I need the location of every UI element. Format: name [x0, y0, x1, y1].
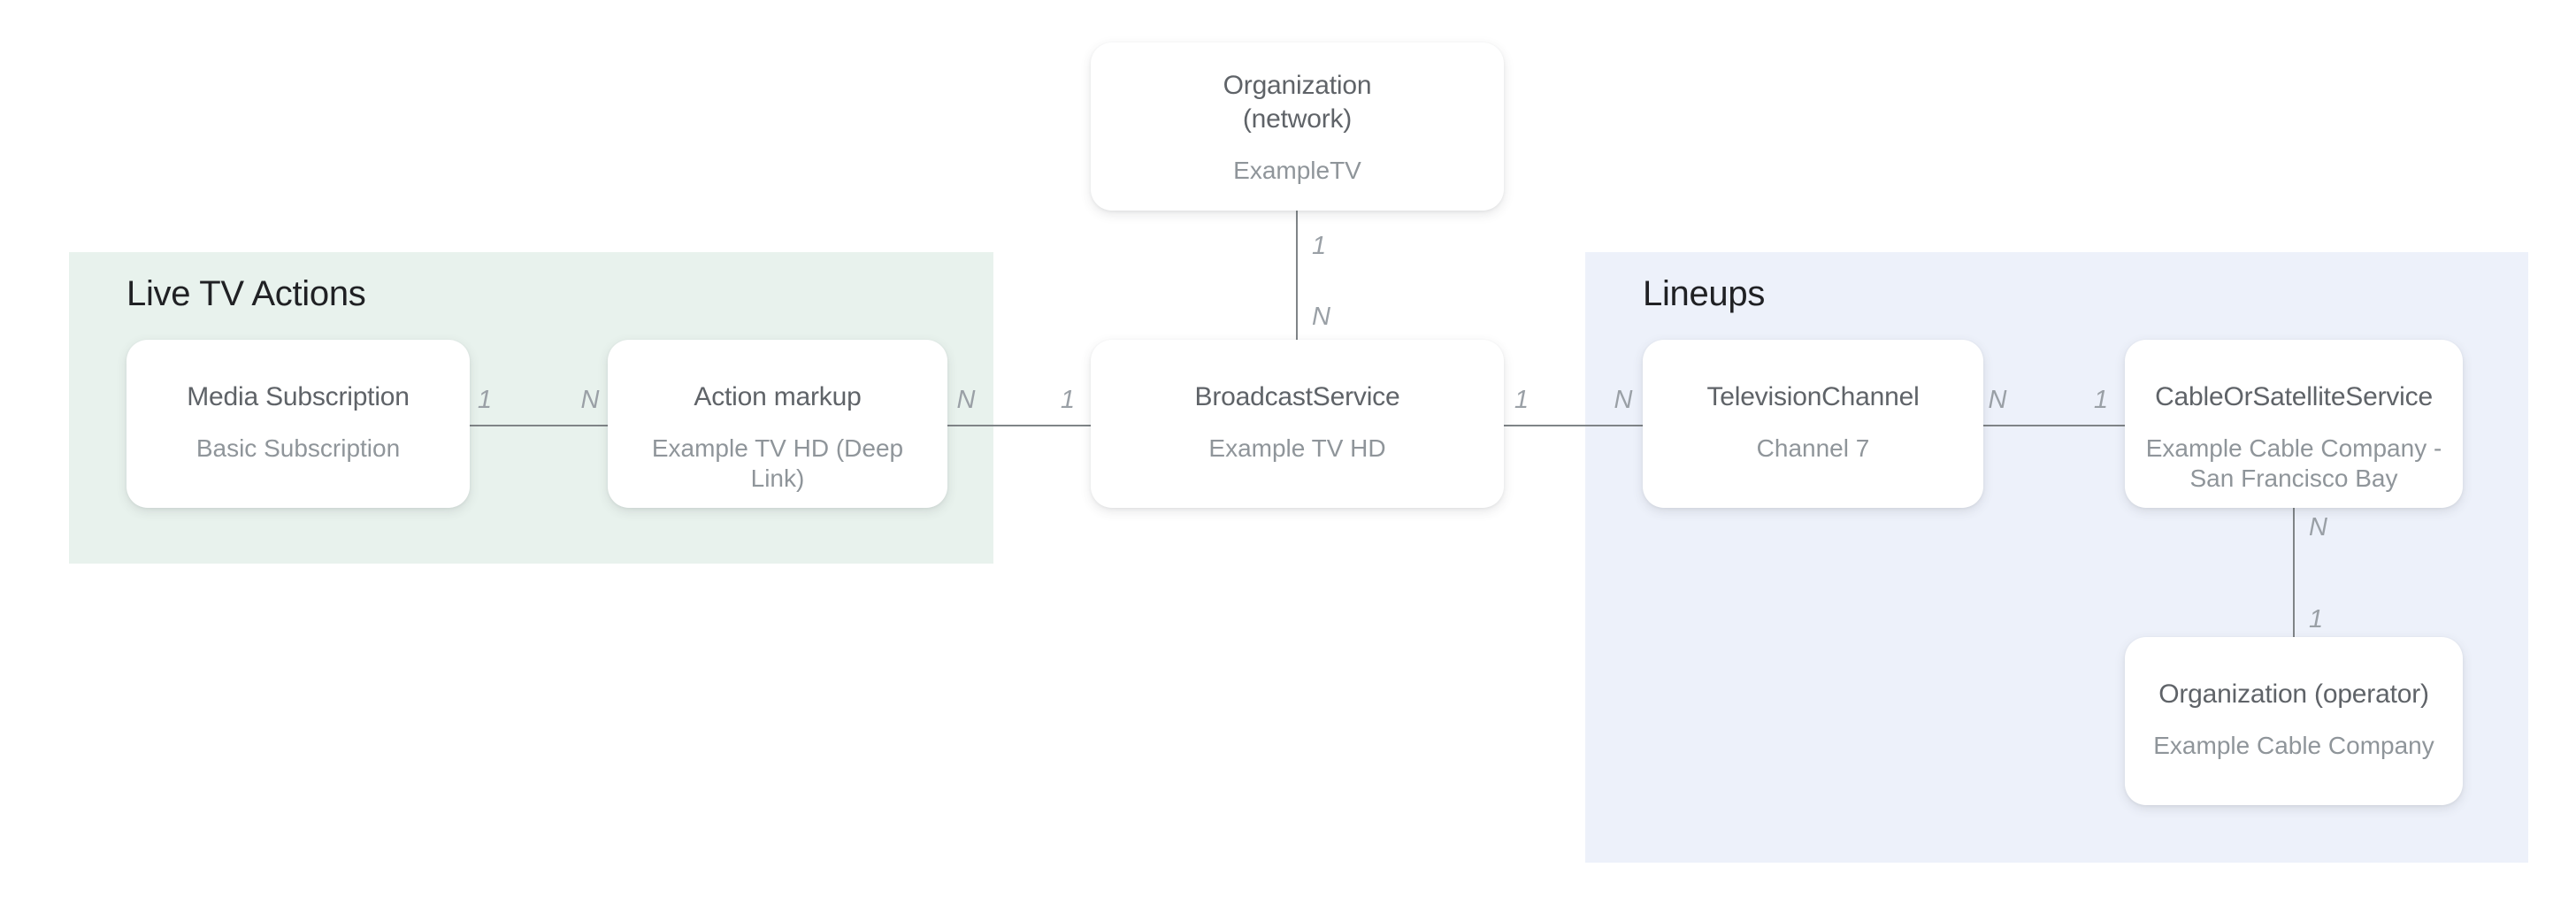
node-organization-network-subtitle: ExampleTV [1233, 157, 1361, 184]
node-organization-operator-title: Organization (operator) [2158, 680, 2429, 709]
section-title-live-tv-actions: Live TV Actions [126, 274, 366, 313]
edge-cable-or-satellite-service-organization-operator-line [2293, 508, 2295, 637]
edge-cable-or-satellite-service-to-cardinality: 1 [2093, 386, 2109, 414]
section-title-lineups: Lineups [1643, 274, 1766, 313]
node-television-channel-subtitle: Channel 7 [1756, 434, 1870, 462]
edge-broadcast-service-to-cardinality: N [1312, 303, 1330, 331]
node-broadcast-service-subtitle: Example TV HD [1208, 434, 1386, 462]
node-television-channel-title: TelevisionChannel [1706, 382, 1920, 411]
node-cable-or-satellite-service: CableOrSatelliteService Example Cable Co… [2125, 340, 2463, 508]
edge-cable-or-satellite-service-from-cardinality: N [2309, 513, 2327, 541]
node-organization-network: Organization (network) ExampleTV [1091, 42, 1504, 211]
node-action-markup-subtitle: Example TV HD (Deep Link) [651, 434, 904, 492]
edge-action-markup-to-cardinality: N [580, 386, 600, 414]
edge-broadcast-service-from-cardinality: 1 [1514, 386, 1530, 414]
edge-media-subscription-action-markup-line [470, 425, 608, 426]
node-media-subscription-title: Media Subscription [187, 382, 410, 411]
edge-action-markup-broadcast-service-line [947, 425, 1091, 426]
node-broadcast-service: BroadcastService Example TV HD [1091, 340, 1504, 508]
edge-television-channel-cable-or-satellite-service-line [1983, 425, 2125, 426]
edge-media-subscription-from-cardinality: 1 [477, 386, 493, 414]
edge-broadcast-service-television-channel-line [1504, 425, 1643, 426]
edge-organization-network-broadcast-service-line [1296, 211, 1298, 340]
edge-television-channel-to-cardinality: N [1614, 386, 1633, 414]
edge-organization-operator-to-cardinality: 1 [2309, 605, 2324, 633]
node-media-subscription: Media Subscription Basic Subscription [126, 340, 470, 508]
node-media-subscription-subtitle: Basic Subscription [196, 434, 401, 462]
edge-action-markup-from-cardinality: N [956, 386, 976, 414]
node-television-channel: TelevisionChannel Channel 7 [1643, 340, 1983, 508]
edge-television-channel-from-cardinality: N [1988, 386, 2007, 414]
edge-organization-network-from-cardinality: 1 [1312, 232, 1327, 260]
node-action-markup: Action markup Example TV HD (Deep Link) [608, 340, 947, 508]
node-organization-network-title: Organization (network) [1223, 71, 1372, 134]
node-cable-or-satellite-service-title: CableOrSatelliteService [2155, 382, 2433, 411]
edge-broadcast-service-in-cardinality: 1 [1060, 386, 1076, 414]
node-cable-or-satellite-service-subtitle: Example Cable Company - San Francisco Ba… [2145, 434, 2442, 492]
node-broadcast-service-title: BroadcastService [1194, 382, 1400, 411]
node-action-markup-title: Action markup [694, 382, 862, 411]
node-organization-operator-subtitle: Example Cable Company [2153, 732, 2434, 759]
node-organization-operator: Organization (operator) Example Cable Co… [2125, 637, 2463, 805]
